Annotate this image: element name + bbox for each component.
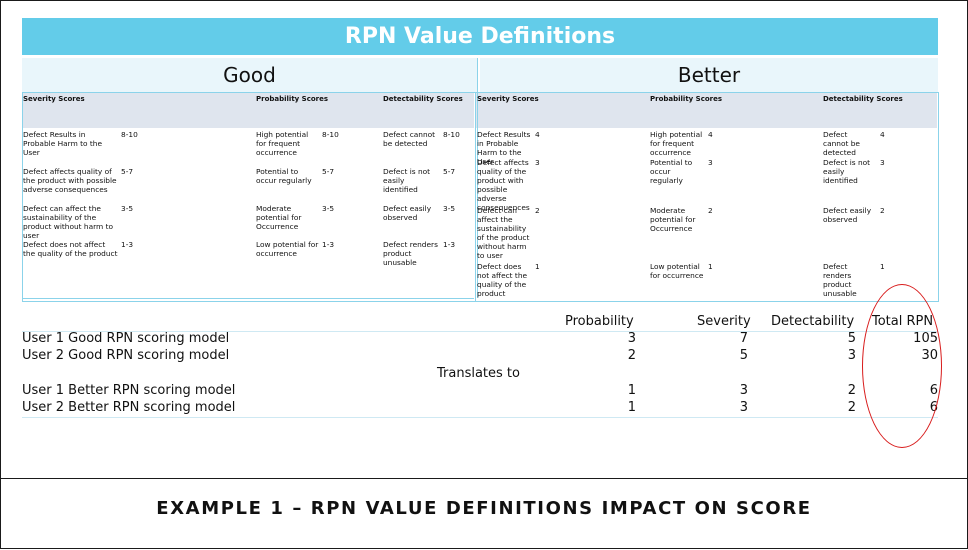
better-detectability-score: 4 (880, 130, 885, 139)
good-probability-score: 5-7 (322, 167, 335, 176)
summary-probability-value: 3 (627, 331, 636, 346)
better-probability-score: 1 (708, 262, 713, 271)
summary-row-label: User 1 Good RPN scoring model (22, 331, 230, 346)
better-detectability-score: 3 (880, 158, 885, 167)
summary-detectability-value: 2 (847, 400, 856, 415)
summary-row-label: User 2 Good RPN scoring model (22, 348, 230, 363)
better-probability-desc: Potential to occur regularly (650, 158, 693, 185)
good-probability-desc: Moderate potential for Occurrence (256, 204, 302, 231)
good-table-bottom (22, 298, 474, 299)
better-severity-score: 4 (535, 130, 540, 139)
summary-probability-value: 1 (627, 400, 636, 415)
good-detectability-desc: Defect is not easily identified (383, 167, 431, 194)
better-probability-header: Probability Scores (650, 95, 723, 103)
total-rpn-highlight-ellipse (862, 284, 942, 448)
translates-to-label: Translates to (437, 366, 520, 381)
summary-row-label: User 1 Better RPN scoring model (22, 383, 236, 398)
summary-col-detectability: Detectability (771, 314, 855, 329)
good-detectability-header: Detectability Scores (383, 95, 463, 103)
caption-box (0, 478, 968, 550)
better-severity-desc: Defect affects quality of the product wi… (477, 158, 530, 212)
summary-detectability-value: 3 (847, 348, 856, 363)
summary-severity-value: 3 (739, 400, 748, 415)
good-detectability-desc: Defect renders product unusable (383, 240, 438, 267)
better-column-title: Better (480, 58, 938, 92)
good-probability-score: 3-5 (322, 204, 335, 213)
good-detectability-score: 3-5 (443, 204, 456, 213)
better-severity-score: 1 (535, 262, 540, 271)
better-severity-desc: Defect Results in Probable Harm to the U… (477, 130, 531, 166)
good-severity-score: 8-10 (121, 130, 138, 139)
good-detectability-desc: Defect easily observed (383, 204, 432, 222)
slide-caption: EXAMPLE 1 – RPN VALUE DEFINITIONS IMPACT… (156, 498, 812, 519)
better-severity-desc: Defect does not affect the quality of th… (477, 262, 528, 298)
good-table (22, 92, 476, 302)
better-probability-desc: High potential for frequent occurrence (650, 130, 703, 157)
better-probability-desc: Moderate potential for Occurrence (650, 206, 696, 233)
better-detectability-header: Detectability Scores (823, 95, 903, 103)
summary-severity-value: 3 (739, 383, 748, 398)
better-detectability-desc: Defect easily observed (823, 206, 872, 224)
good-probability-header: Probability Scores (256, 95, 329, 103)
summary-severity-value: 7 (739, 331, 748, 346)
good-severity-desc: Defect affects quality of the product wi… (23, 167, 117, 194)
better-probability-score: 2 (708, 206, 713, 215)
summary-severity-value: 5 (739, 348, 748, 363)
column-divider (477, 58, 478, 298)
better-severity-score: 2 (535, 206, 540, 215)
banner-title: RPN Value Definitions (22, 18, 938, 55)
better-severity-score: 3 (535, 158, 540, 167)
better-detectability-desc: Defect is not easily identified (823, 158, 871, 185)
summary-col-probability: Probability (565, 314, 634, 329)
good-severity-score: 3-5 (121, 204, 134, 213)
good-probability-desc: Low potential for occurrence (256, 240, 319, 258)
summary-col-severity: Severity (697, 314, 751, 329)
good-probability-score: 1-3 (322, 240, 335, 249)
good-probability-desc: High potential for frequent occurrence (256, 130, 309, 157)
good-column-title: Good (22, 58, 477, 92)
good-detectability-score: 5-7 (443, 167, 456, 176)
good-detectability-desc: Defect cannot be detected (383, 130, 436, 148)
good-severity-desc: Defect does not affect the quality of th… (23, 240, 118, 258)
better-severity-desc: Defect can affect the sustainability of … (477, 206, 530, 260)
better-severity-header: Severity Scores (477, 95, 539, 103)
summary-bottom-line (22, 417, 938, 418)
good-severity-score: 5-7 (121, 167, 134, 176)
good-probability-score: 8-10 (322, 130, 339, 139)
summary-row-label: User 2 Better RPN scoring model (22, 400, 236, 415)
good-probability-desc: Potential to occur regularly (256, 167, 312, 185)
summary-detectability-value: 5 (847, 331, 856, 346)
good-detectability-score: 8-10 (443, 130, 460, 139)
better-table (475, 92, 939, 302)
better-detectability-desc: Defect cannot be detected (823, 130, 860, 157)
good-header-band (22, 92, 474, 128)
good-severity-desc: Defect can affect the sustainability of … (23, 204, 113, 240)
better-detectability-score: 2 (880, 206, 885, 215)
better-probability-desc: Low potential for occurrence (650, 262, 704, 280)
summary-probability-value: 2 (627, 348, 636, 363)
better-probability-score: 4 (708, 130, 713, 139)
good-severity-desc: Defect Results in Probable Harm to the U… (23, 130, 103, 157)
better-detectability-score: 1 (880, 262, 885, 271)
summary-probability-value: 1 (627, 383, 636, 398)
good-detectability-score: 1-3 (443, 240, 456, 249)
better-detectability-desc: Defect renders product unusable (823, 262, 857, 298)
better-header-band (476, 92, 937, 128)
good-severity-header: Severity Scores (23, 95, 85, 103)
summary-divider (22, 331, 938, 332)
better-probability-score: 3 (708, 158, 713, 167)
good-severity-score: 1-3 (121, 240, 134, 249)
summary-detectability-value: 2 (847, 383, 856, 398)
